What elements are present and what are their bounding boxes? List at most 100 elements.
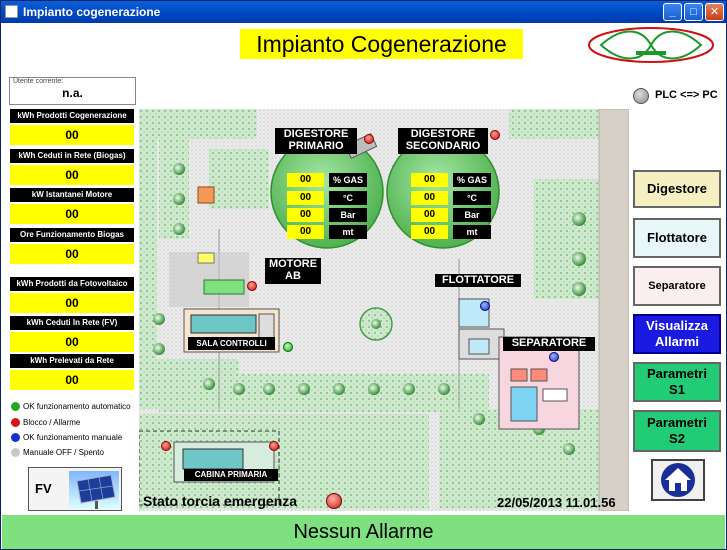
ds-gas-unit: % GAS xyxy=(453,173,491,187)
dp-level-unit: mt xyxy=(329,225,367,239)
cabina-primaria-label: CABINA PRIMARIA xyxy=(184,469,278,481)
ds-gas-value: 00 xyxy=(411,173,448,187)
maximize-button[interactable]: □ xyxy=(684,3,703,21)
home-icon xyxy=(661,463,695,497)
kpi-value: 00 xyxy=(10,204,134,224)
tag-line: DIGESTORE xyxy=(283,128,349,140)
digestore-secondario-label: DIGESTORE SECONDARIO xyxy=(398,128,488,154)
digestore-primario-label: DIGESTORE PRIMARIO xyxy=(275,128,357,154)
tag-line: SECONDARIO xyxy=(405,140,481,152)
tag-line: AB xyxy=(285,270,301,282)
kpi-value: 00 xyxy=(10,293,134,313)
separatore-button[interactable]: Separatore xyxy=(633,266,721,306)
parametri-s1-button[interactable]: Parametri S1 xyxy=(633,362,721,402)
separatore-label: SEPARATORE xyxy=(503,337,595,351)
legend-label: OK funzionamento manuale xyxy=(23,433,123,442)
dp-pressure-unit: Bar xyxy=(329,208,367,222)
parametri-s2-line1: Parametri xyxy=(647,415,707,430)
ds-temp-unit: °C xyxy=(453,191,491,205)
red-dot-icon xyxy=(11,418,20,428)
close-button[interactable]: ✕ xyxy=(705,3,724,21)
ds-temp-value: 00 xyxy=(411,191,448,205)
digestore-primario-led xyxy=(364,134,374,144)
current-user-label: Utente corrente: xyxy=(13,78,64,85)
motore-led xyxy=(247,281,257,291)
plc-label: PLC <=> PC xyxy=(655,89,718,101)
minimize-button[interactable]: _ xyxy=(663,3,682,21)
home-button[interactable] xyxy=(651,459,705,501)
separatore-button-label: Separatore xyxy=(648,280,706,292)
cabina-primaria-led-right xyxy=(269,441,279,451)
visualizza-allarmi-line2: Allarmi xyxy=(654,334,700,349)
alarm-status-bar: Nessun Allarme xyxy=(2,515,725,549)
legend-label: Blocco / Allarme xyxy=(23,418,81,427)
legend-label: OK funzionamento automatico xyxy=(23,402,131,411)
datetime: 22/05/2013 11.01.56 xyxy=(497,495,616,510)
dp-temp-value: 00 xyxy=(287,191,324,205)
visualizza-allarmi-button[interactable]: Visualizza Allarmi xyxy=(633,314,721,354)
parametri-s1-line2: S1 xyxy=(669,382,685,397)
dp-gas-unit: % GAS xyxy=(329,173,367,187)
separatore-led xyxy=(549,352,559,362)
ds-pressure-unit: Bar xyxy=(453,208,491,222)
motore-label: MOTORE AB xyxy=(265,258,321,284)
legend-item: Blocco / Allarme xyxy=(11,418,81,428)
tag-line: PRIMARIO xyxy=(288,140,344,152)
current-user-value: n.a. xyxy=(62,86,83,100)
parametri-s2-button[interactable]: Parametri S2 xyxy=(633,410,721,452)
sala-controlli-led xyxy=(283,342,293,352)
fv-button[interactable]: FV xyxy=(28,467,122,511)
kpi-label: kWh Prodotti Cogenerazione xyxy=(10,109,134,123)
blue-dot-icon xyxy=(11,433,20,443)
stato-torcia-led xyxy=(326,493,342,509)
window-title: Impianto cogenerazione xyxy=(23,5,161,19)
kpi-label: kWh Prelevati da Rete xyxy=(10,354,134,368)
plant-map-drawing xyxy=(139,109,629,511)
dp-temp-unit: °C xyxy=(329,191,367,205)
page-title: Impianto Cogenerazione xyxy=(240,29,523,59)
kpi-label: kWh Ceduti In Rete (FV) xyxy=(10,316,134,330)
ds-pressure-value: 00 xyxy=(411,208,448,222)
gray-dot-icon xyxy=(11,448,20,458)
kpi-value: 00 xyxy=(10,125,134,145)
digestore-button-label: Digestore xyxy=(647,181,707,196)
kpi-value: 00 xyxy=(10,165,134,185)
flottatore-button[interactable]: Flottatore xyxy=(633,218,721,258)
cabina-primaria-led-left xyxy=(161,441,171,451)
flottatore-led xyxy=(480,301,490,311)
stato-torcia-label: Stato torcia emergenza xyxy=(143,493,298,509)
green-dot-icon xyxy=(11,402,20,412)
flottatore-button-label: Flottatore xyxy=(647,230,707,245)
kpi-label: kWh Ceduti in Rete (Biogas) xyxy=(10,149,134,163)
app-icon xyxy=(5,5,18,18)
dp-level-value: 00 xyxy=(287,225,324,239)
legend-label: Manuale OFF / Spento xyxy=(23,448,104,457)
company-logo xyxy=(588,27,714,63)
flottatore-label: FLOTTATORE xyxy=(435,274,521,287)
parametri-s1-line1: Parametri xyxy=(647,366,707,381)
solar-panel-icon xyxy=(69,471,119,509)
plant-map: DIGESTORE PRIMARIO 00 % GAS 00 °C 00 Bar… xyxy=(139,109,629,511)
legend-item: OK funzionamento automatico xyxy=(11,402,131,412)
tag-line: DIGESTORE xyxy=(410,128,476,140)
digestore-button[interactable]: Digestore xyxy=(633,170,721,208)
dp-gas-value: 00 xyxy=(287,173,324,187)
fv-button-label: FV xyxy=(35,481,52,496)
kpi-value: 00 xyxy=(10,332,134,352)
tag-line: MOTORE xyxy=(268,258,318,270)
legend-item: OK funzionamento manuale xyxy=(11,433,123,443)
parametri-s2-line2: S2 xyxy=(669,431,685,446)
title-bar[interactable]: Impianto cogenerazione _ □ ✕ xyxy=(1,1,726,23)
kpi-label: Ore Funzionamento Biogas xyxy=(10,228,134,242)
kpi-value: 00 xyxy=(10,244,134,264)
current-user-box: Utente corrente: n.a. xyxy=(9,77,136,105)
kpi-label: kW Istantanei Motore xyxy=(10,188,134,202)
digestore-secondario-led xyxy=(490,130,500,140)
ds-level-value: 00 xyxy=(411,225,448,239)
plc-status-led xyxy=(633,88,649,104)
legend-item: Manuale OFF / Spento xyxy=(11,448,104,458)
ds-level-unit: mt xyxy=(453,225,491,239)
dp-pressure-value: 00 xyxy=(287,208,324,222)
kpi-value: 00 xyxy=(10,370,134,390)
